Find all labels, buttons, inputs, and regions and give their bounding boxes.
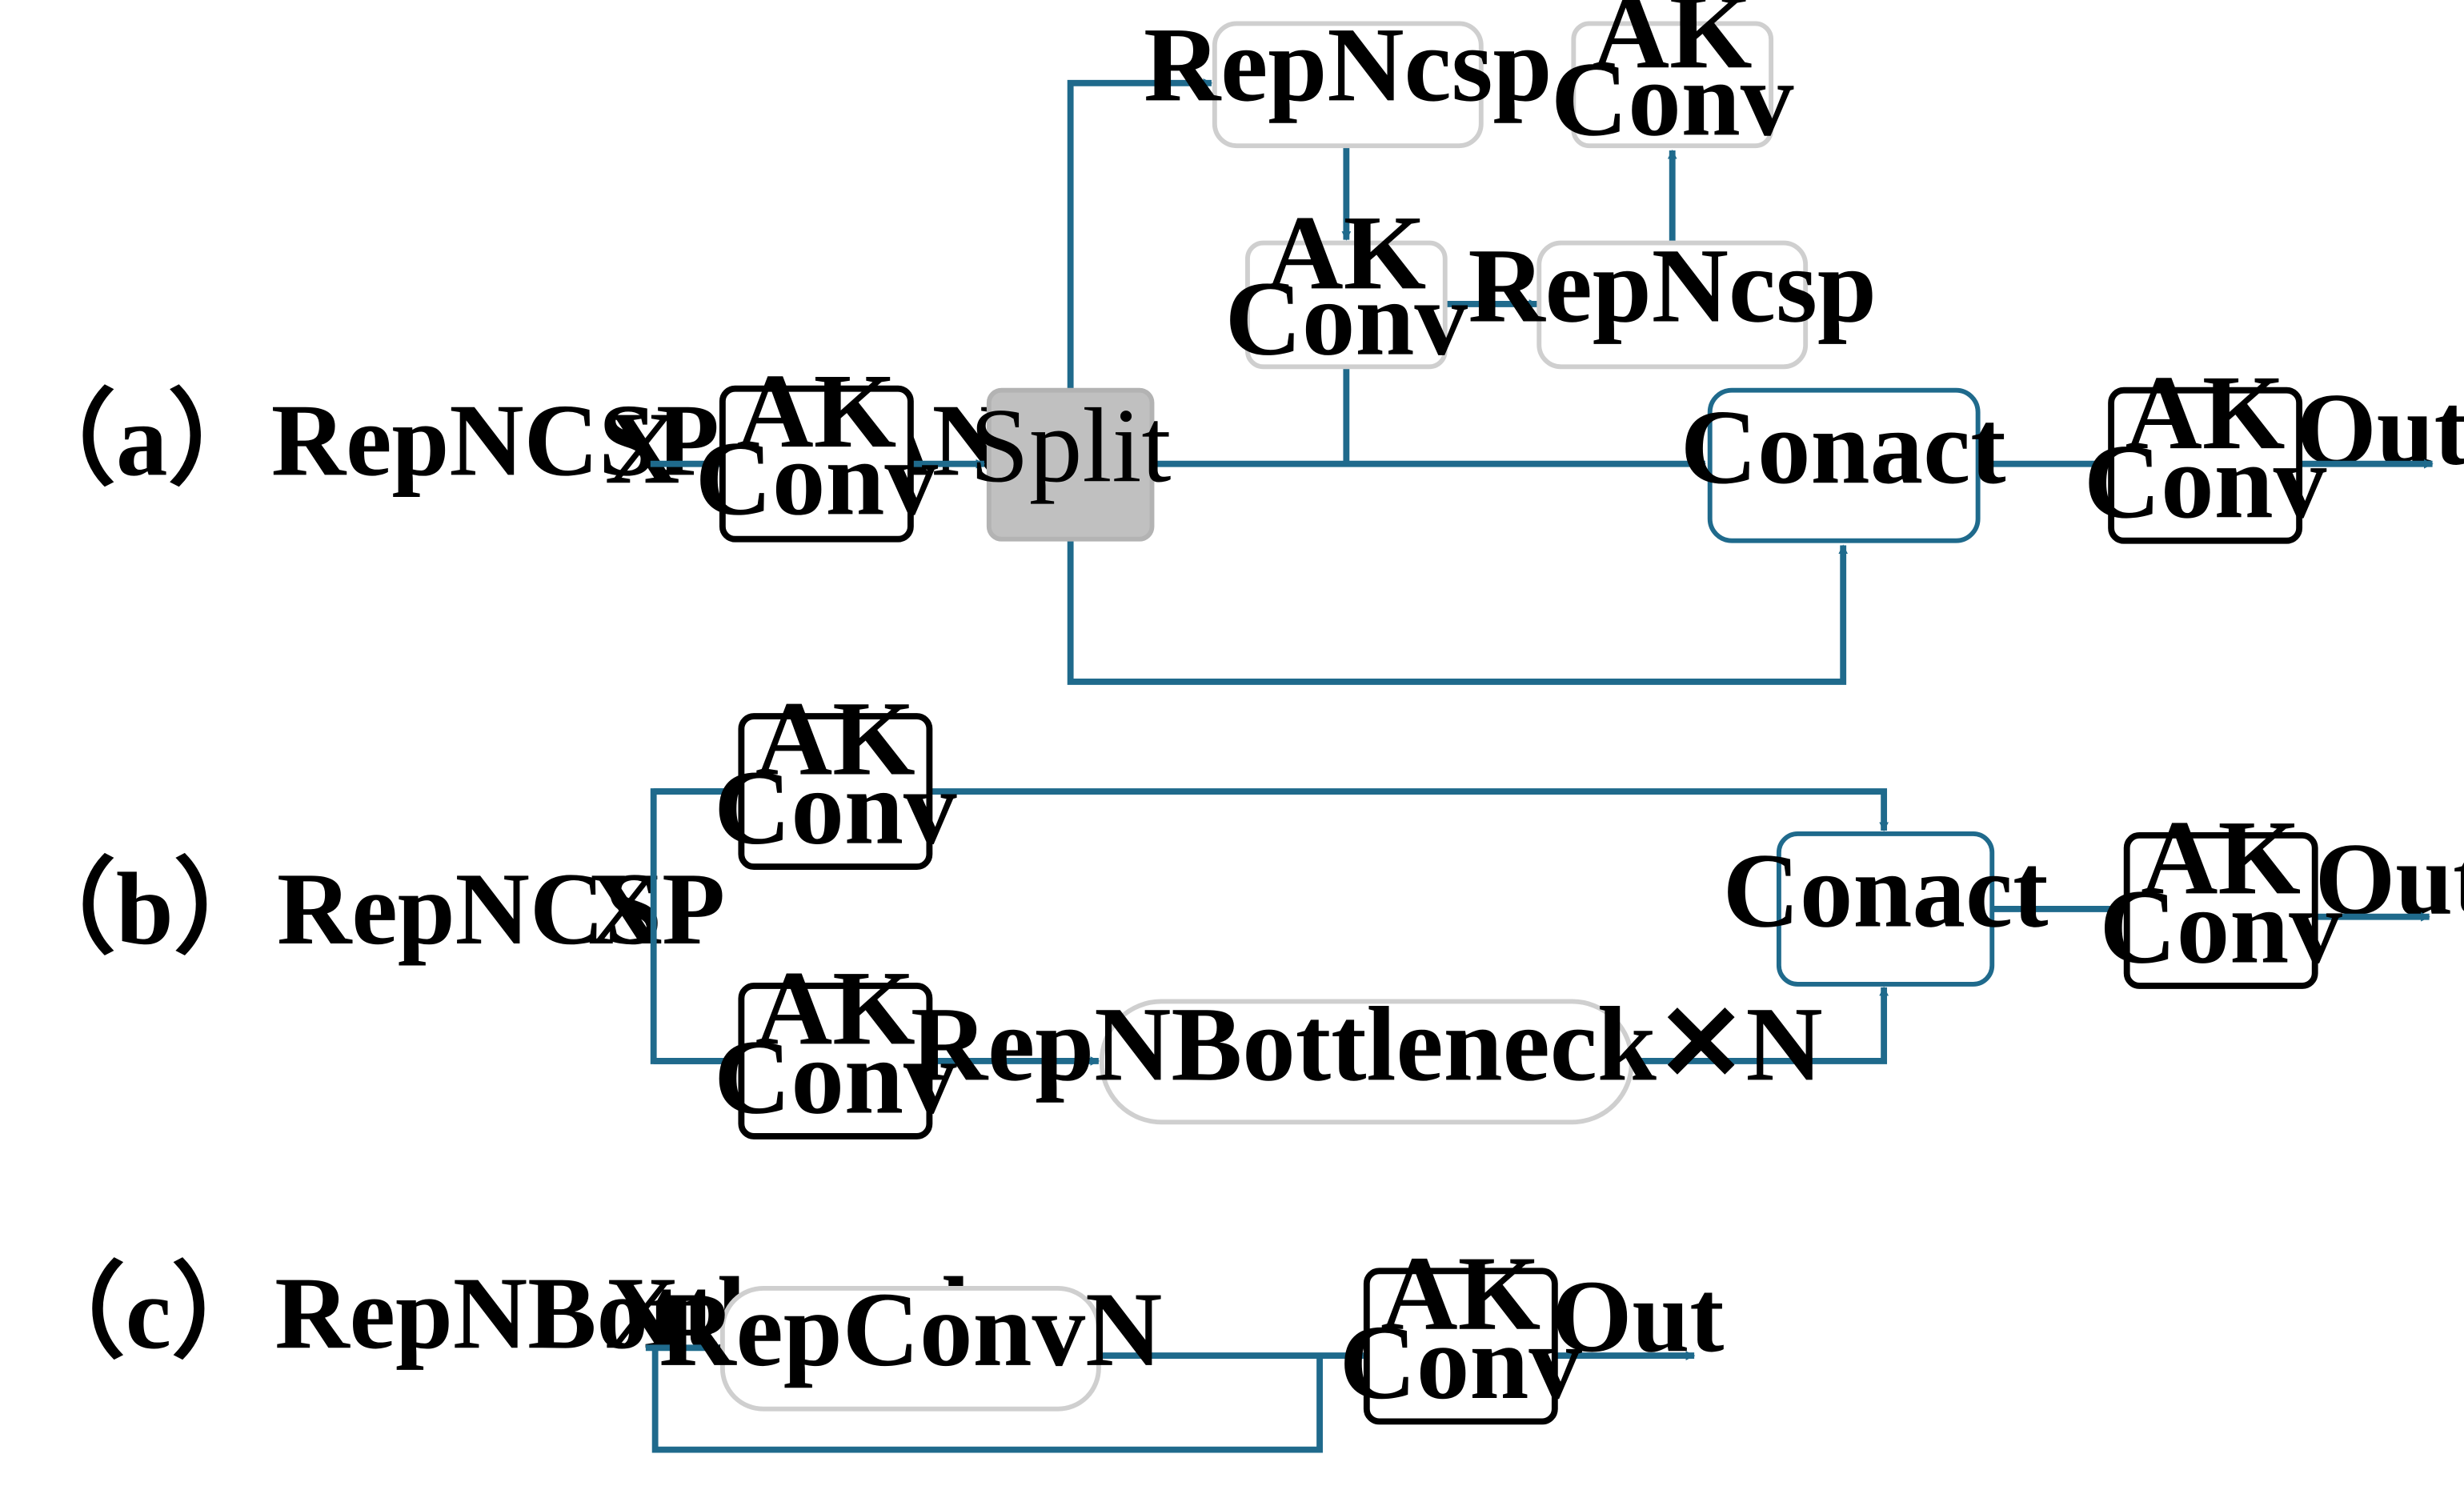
- split-block: Split: [970, 386, 1172, 542]
- section-c-input-x: X: [605, 1256, 679, 1370]
- conact-label: Conact: [1723, 831, 2049, 949]
- akconv-line2: Conv: [1225, 259, 1468, 378]
- akconv-block-a3: AK Conv: [1551, 0, 1794, 158]
- split-label: Split: [970, 386, 1172, 504]
- akconv-block-b1: AK Conv: [714, 679, 957, 870]
- repconvn-label: RepConvN: [659, 1270, 1162, 1388]
- arrow-bottleneck-to-conact: [1631, 986, 1889, 1064]
- arrow-split-to-repncsp: [1067, 78, 1213, 389]
- section-a: （a）RepNCSPELAN4 X Out AK Co: [13, 0, 2464, 685]
- akconv-line1: AK: [1266, 193, 1426, 311]
- akconv-line1: AK: [1593, 0, 1753, 90]
- section-c-connectors: [645, 1343, 1696, 1453]
- conact-label: Conact: [1681, 387, 2006, 506]
- akconv-line2: Conv: [2100, 867, 2343, 986]
- line-residual: [651, 1348, 1323, 1453]
- section-b-label: （b）RepNCSP: [13, 851, 725, 966]
- section-b-input-x: X: [587, 851, 662, 966]
- akconv-block-a2: AK Conv: [1225, 193, 1468, 377]
- akconv-line2: Conv: [1340, 1303, 1583, 1421]
- repconvn-block: RepConvN: [659, 1270, 1162, 1412]
- conact-block-b: Conact: [1723, 831, 2049, 987]
- akconv-block-a1: AK Conv: [695, 351, 939, 543]
- section-a-input-x: X: [605, 391, 679, 505]
- section-b-connectors: [650, 787, 2430, 1066]
- section-a-connectors: [650, 78, 2434, 685]
- akconv-line1: AK: [755, 948, 915, 1067]
- akconv-line1: AK: [1380, 1234, 1541, 1352]
- section-a-output-label: Out: [2296, 372, 2464, 487]
- conact-block-a: Conact: [1681, 387, 2006, 543]
- section-b: （b）RepNCSP X Out AK Conv AK: [13, 679, 2464, 1140]
- akconv-line1: AK: [737, 351, 897, 470]
- repnbottleneck-block: RepNBottleneck✕N: [911, 984, 1823, 1125]
- akconv-block-b2: AK Conv: [714, 948, 957, 1140]
- repnbottleneck-label: RepNBottleneck✕N: [911, 984, 1823, 1103]
- akconv-block-b3: AK Conv: [2100, 798, 2343, 989]
- arrow-akconv-to-conact: [929, 788, 1889, 832]
- repncsp-block-a2: RepNcsp: [1468, 226, 1877, 370]
- akconv-line2: Conv: [695, 419, 939, 537]
- akconv-line2: Conv: [714, 1018, 957, 1136]
- repncsp-label: RepNcsp: [1144, 5, 1552, 123]
- akconv-line2: Conv: [714, 748, 957, 867]
- akconv-line2: Conv: [1551, 39, 1794, 158]
- akconv-line1: AK: [755, 679, 915, 797]
- repncsp-block-a1: RepNcsp: [1144, 5, 1553, 149]
- akconv-line2: Conv: [2084, 422, 2327, 540]
- arrow-split-bottom-to-conact: [1067, 539, 1849, 685]
- section-c: （c）RepNBottleneck X Out RepConvN AK Conv: [22, 1234, 1724, 1453]
- repncsp-label: RepNcsp: [1468, 226, 1876, 344]
- akconv-block-a4: AK Conv: [2084, 353, 2327, 544]
- akconv-line1: AK: [2141, 798, 2301, 916]
- akconv-block-c1: AK Conv: [1340, 1234, 1583, 1425]
- akconv-line1: AK: [2125, 353, 2286, 471]
